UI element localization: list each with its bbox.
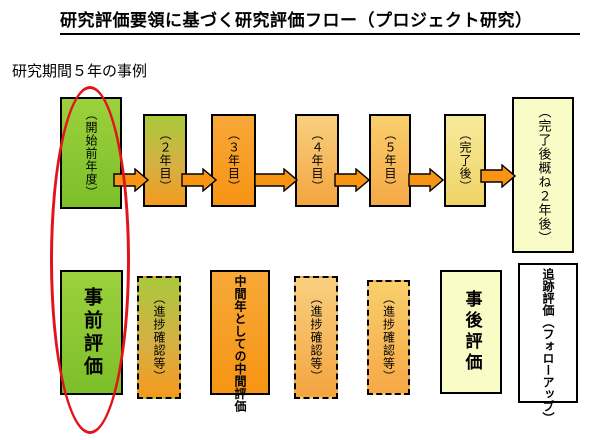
timeline-label: （完了後概ね２年後） <box>535 105 551 245</box>
arrow-right-icon <box>408 168 444 192</box>
arrow-right-icon <box>334 168 370 192</box>
timeline-label: （５年目） <box>383 128 397 193</box>
timeline-box-year4: （４年目） <box>295 114 339 207</box>
eval-box-interim-evaluation: 中間年としての中間評価 <box>210 270 270 413</box>
arrow-right-icon <box>181 168 217 192</box>
eval-label: （進捗確認等） <box>152 292 166 383</box>
timeline-box-year2: （２年目） <box>143 114 187 207</box>
eval-label: 事後評価 <box>461 290 482 374</box>
eval-box-progress-check-year2: （進捗確認等） <box>137 276 181 399</box>
eval-box-progress-check-year4: （進捗確認等） <box>294 276 338 399</box>
timeline-label: （３年目） <box>226 128 241 193</box>
timeline-box-year5: （５年目） <box>369 114 411 207</box>
eval-label: 追跡評価（フォローアップ） <box>541 268 555 424</box>
highlight-oval <box>50 86 130 434</box>
eval-box-follow-up-evaluation: 追跡評価（フォローアップ） <box>518 263 578 424</box>
timeline-box-post-completion: （完了後） <box>444 114 486 207</box>
timeline-label: （完了後） <box>458 128 472 193</box>
timeline-label: （４年目） <box>310 128 324 193</box>
timeline-label: （２年目） <box>158 128 172 193</box>
arrow-right-icon <box>480 164 516 188</box>
eval-label: 中間年としての中間評価 <box>233 275 247 413</box>
eval-box-post-evaluation: 事後評価 <box>440 270 502 394</box>
diagram-title: 研究評価要領に基づく研究評価フロー（プロジェクト研究） <box>60 6 580 35</box>
diagram-subtitle: 研究期間５年の事例 <box>12 62 148 80</box>
eval-label: （進捗確認等） <box>309 292 323 383</box>
timeline-box-year3: （３年目） <box>211 114 256 207</box>
eval-label: （進捗確認等） <box>381 292 396 383</box>
eval-box-progress-check-year5: （進捗確認等） <box>367 280 410 395</box>
timeline-box-two-years-after: （完了後概ね２年後） <box>512 97 574 253</box>
arrow-right-icon <box>254 168 298 192</box>
